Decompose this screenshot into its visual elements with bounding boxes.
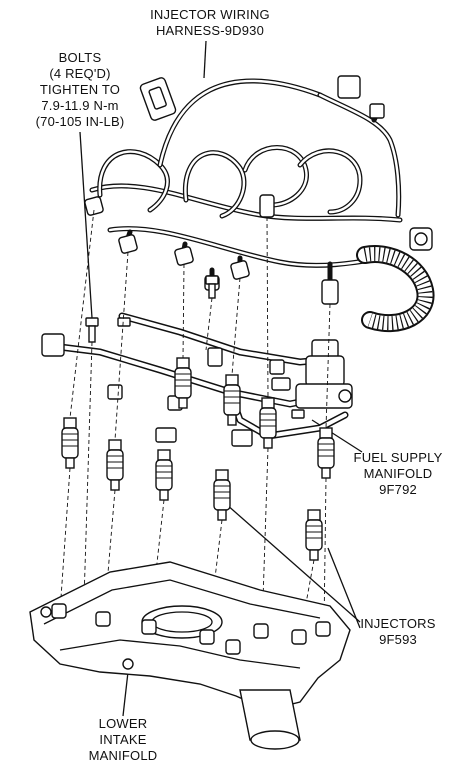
bolts-callout: BOLTS (4 REQ'D) TIGHTEN TO 7.9-11.9 N-m … [36,50,125,319]
lower-manifold-label-line-3: MANIFOLD [89,748,158,763]
harness-leader-line [203,40,207,79]
fuel-manifold-callout: FUEL SUPPLY MANIFOLD 9F792 [311,419,443,497]
injector-3 [155,449,173,501]
bolts-leader-line [79,131,93,319]
harness-label-line-2: HARNESS-9D930 [156,23,264,38]
injector-2 [106,439,124,491]
injectors-leader-line-2 [327,547,361,629]
injector-connector-5 [259,194,275,218]
bolts-label-line-3: TIGHTEN TO [40,82,120,97]
bolts-label-line-1: BOLTS [59,50,102,65]
injector-1 [61,417,79,469]
injector-connector-4 [230,260,250,280]
fuel-manifold-label-line-3: 9F792 [379,482,417,497]
bolt-2 [205,275,219,285]
lower-manifold-label-line-1: LOWER [99,716,148,731]
injectors-label-line-2: 9F593 [379,632,417,647]
injectors-label-line-1: INJECTORS [360,616,435,631]
injector-5 [174,357,192,409]
bolts-label-line-2: (4 REQ'D) [49,66,110,81]
injector-7 [259,397,277,449]
fuel-injectors [61,357,335,561]
injector-connector-6 [321,279,339,305]
lower-manifold-callout: LOWER INTAKE MANIFOLD [89,671,158,763]
injector-4 [213,469,231,521]
injector-connector-3 [174,246,194,266]
fuel-manifold-label-line-1: FUEL SUPPLY [354,450,443,465]
injectors-callout: INJECTORS 9F593 [225,503,436,647]
injector-8 [317,427,335,479]
injector-connector-1 [84,196,104,216]
fuel-manifold-label-line-2: MANIFOLD [364,466,433,481]
injector-9 [305,509,323,561]
manifold-bolts [85,275,305,419]
injector-wiring-harness [89,78,435,333]
harness-callout: INJECTOR WIRING HARNESS-9D930 [150,7,270,79]
bolts-label-line-5: (70-105 IN-LB) [36,114,125,129]
harness-top-right-connector [337,75,361,99]
harness-connectors [84,75,433,305]
bolts-label-line-4: 7.9-11.9 N-m [41,98,118,113]
injector-6 [223,374,241,426]
fuel-rail-end-fitting [41,333,65,357]
bolt-4 [291,409,305,419]
harness-label-line-1: INJECTOR WIRING [150,7,270,22]
injectors-leader-line-1 [225,503,361,623]
lower-manifold-label-line-2: INTAKE [99,732,146,747]
lower-intake-manifold [29,561,351,750]
injector-connector-2 [118,234,138,254]
bolt-3 [117,317,131,327]
lower-manifold-leader-line [122,671,129,717]
bolt-1 [85,317,99,327]
